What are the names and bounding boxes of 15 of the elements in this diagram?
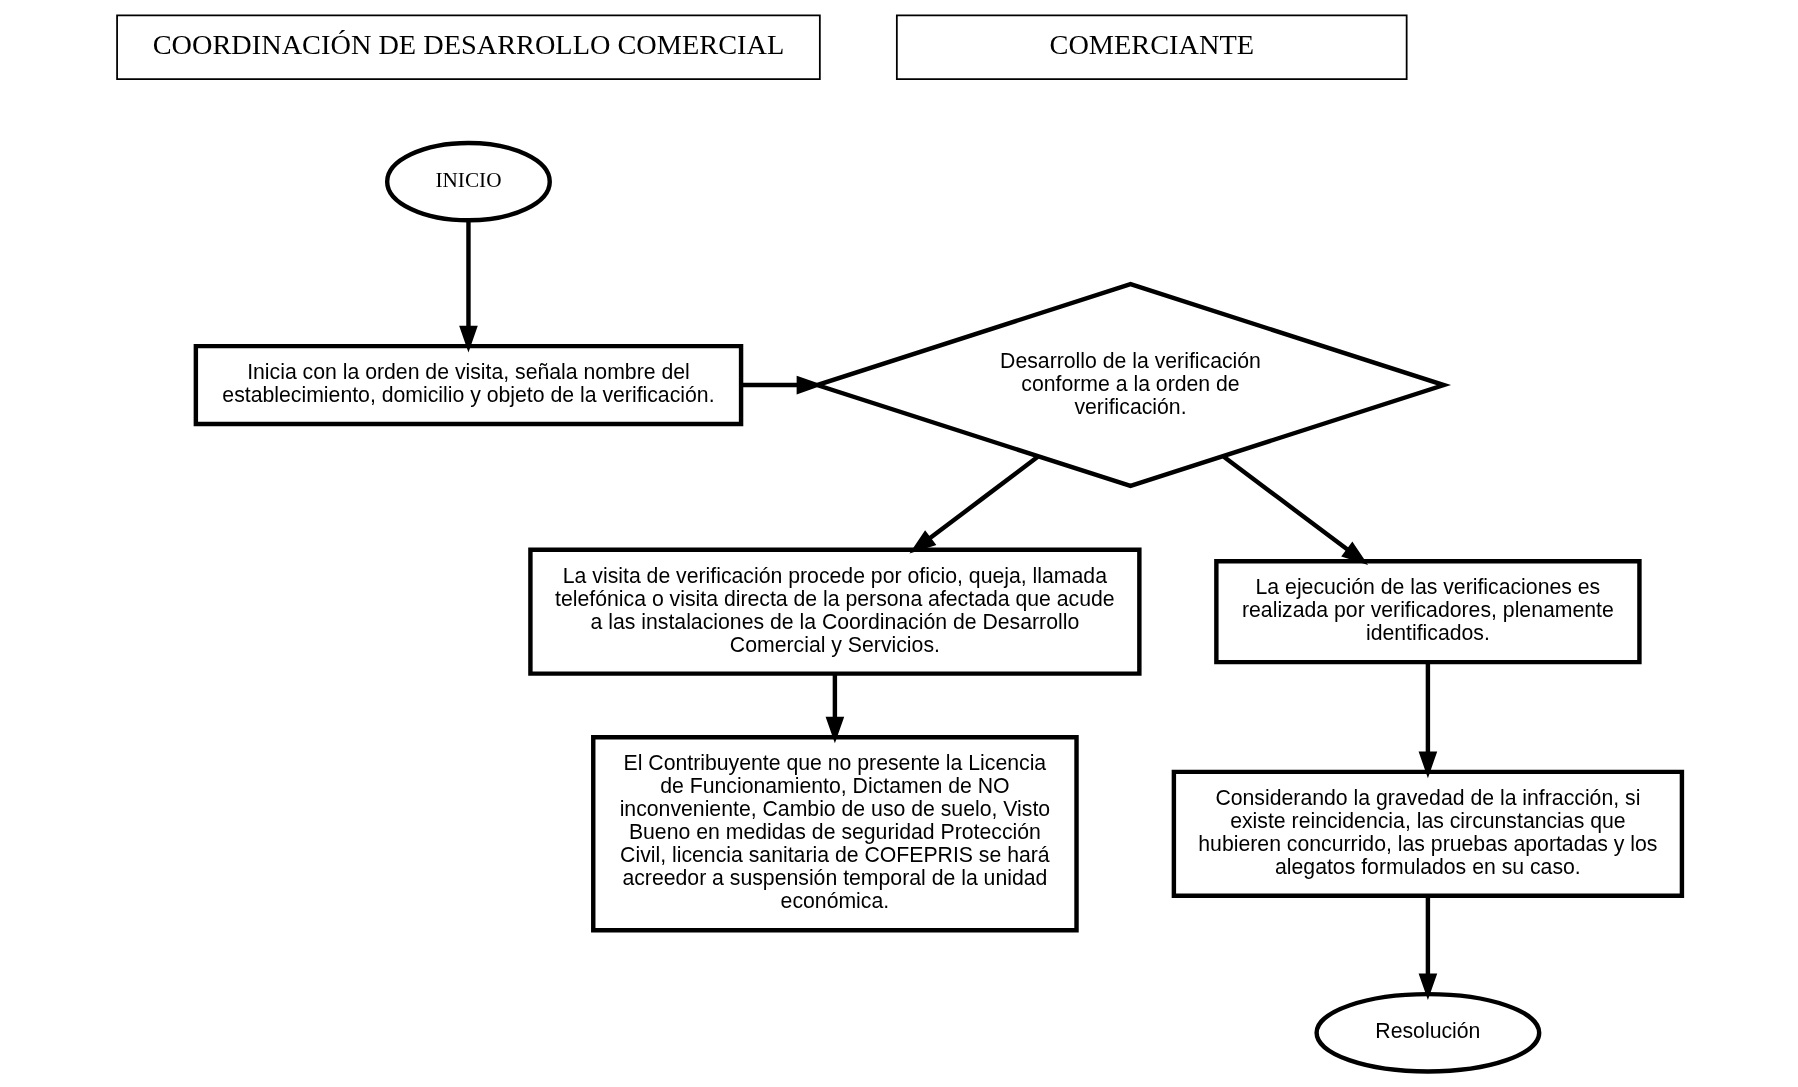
node-box: Inicia con la orden de visita, señala nombre del establecimiento, domicilio y objeto de la verificación.: [193, 343, 743, 427]
node-box: El Contribuyente que no presente la Licencia de Funcionamiento, Dictamen de NO inconveniente, Cambio de uso de suelo, Visto Bueno en medidas de seguridad Protección Civil, licencia sanitaria de COFEPRIS se hará acreedor a suspensión temporal de la unidad económica.: [590, 735, 1079, 933]
arrow: [1418, 662, 1437, 779]
arrow: [1418, 895, 1437, 1001]
node-box: La visita de verificación procede por oficio, queja, llamada telefónica o visita directa de la persona afectada que acude a las instalaciones de la Coordinación de Desarrollo Comercial y Servicios.: [527, 547, 1142, 676]
arrow: [909, 455, 1039, 554]
arrow: [825, 673, 844, 744]
node-ellipse: INICIO: [384, 140, 552, 223]
node-ellipse: Resolución: [1313, 991, 1541, 1074]
node-box: La ejecución de las verificaciones es realizada por verificadores, plenamente identificados.: [1213, 559, 1642, 665]
label: COMERCIANTE: [1049, 28, 1254, 60]
arrow: [458, 220, 478, 353]
label: COORDINACIÓN DE DESARROLLO COMERCIAL: [152, 28, 784, 60]
node-box: Considerando la gravedad de la infracción, si existe reincidencia, las circunstancias que hubieren concurrido, las pruebas aportadas y los alegatos formulados en su caso.: [1171, 769, 1684, 898]
arrow: [1221, 455, 1368, 566]
